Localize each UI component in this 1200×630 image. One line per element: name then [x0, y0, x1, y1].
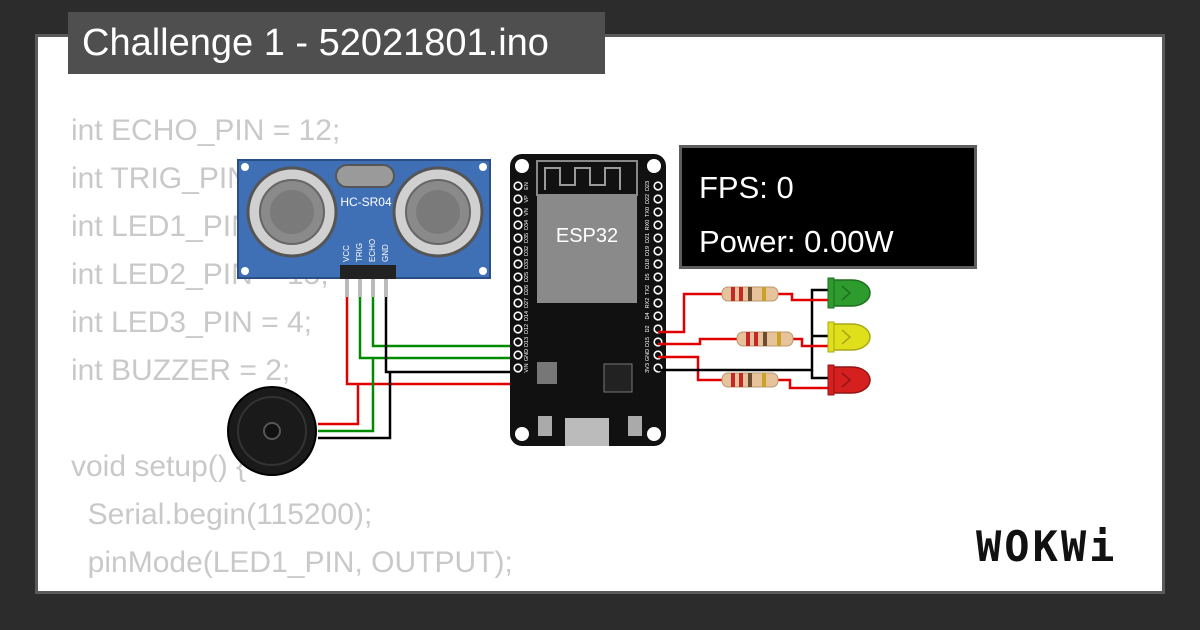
- project-title: Challenge 1 - 52021801.ino: [68, 12, 605, 74]
- sensor-wires: [345, 297, 520, 386]
- board-pin-right-d19[interactable]: [653, 246, 663, 256]
- code-line: int ECHO_PIN = 12;: [71, 114, 341, 147]
- sensor-model-label: HC-SR04: [340, 195, 392, 209]
- board-pin-right-d5[interactable]: [653, 272, 663, 282]
- led-green[interactable]: [827, 277, 871, 309]
- board-pin-left-d33[interactable]: [513, 259, 523, 269]
- board-pin-left-gnd[interactable]: [513, 350, 523, 360]
- board-pin-right-d22[interactable]: [653, 194, 663, 204]
- ultrasonic-sensor[interactable]: HC-SR04 VCC TRIG ECHO GND: [237, 159, 491, 297]
- code-line: int BUZZER = 2;: [71, 354, 291, 387]
- board-pin-left-d26[interactable]: [513, 285, 523, 295]
- board-pin-label: D23: [645, 181, 651, 191]
- board-pin-label: D27: [524, 298, 530, 308]
- board-pin-left-vp[interactable]: [513, 194, 523, 204]
- board-pin-label: VN: [524, 208, 530, 216]
- board-pin-label: RX2: [645, 298, 651, 309]
- sensor-pin-echo: ECHO: [368, 239, 377, 262]
- board-pin-right-d21[interactable]: [653, 233, 663, 243]
- board-pin-label: D35: [524, 233, 530, 243]
- led-yellow[interactable]: [827, 321, 871, 353]
- code-line: int LED3_PIN = 4;: [71, 306, 312, 339]
- board-pin-right-d4[interactable]: [653, 311, 663, 321]
- board-pin-right-tx2[interactable]: [653, 285, 663, 295]
- board-pin-label: D19: [645, 246, 651, 256]
- board-pin-left-d12[interactable]: [513, 324, 523, 334]
- board-pin-right-rx2[interactable]: [653, 298, 663, 308]
- board-pin-left-vin[interactable]: [513, 363, 523, 373]
- esp32-board[interactable]: ESP32 ENVPVND34D35D32D33D25D26D27D14D12D…: [510, 154, 666, 446]
- led-wires: [658, 288, 832, 390]
- code-line: void setup() {: [71, 450, 247, 483]
- board-pin-label: EN: [524, 182, 530, 190]
- board-pin-label: D5: [645, 273, 651, 280]
- sensor-pin-vcc: VCC: [342, 245, 351, 262]
- board-label: ESP32: [556, 225, 618, 247]
- board-pin-left-d27[interactable]: [513, 298, 523, 308]
- board-pin-left-vn[interactable]: [513, 207, 523, 217]
- board-pin-label: D21: [645, 233, 651, 243]
- board-pin-left-d13[interactable]: [513, 337, 523, 347]
- board-pin-label: VIN: [524, 363, 530, 372]
- fps-readout: FPS: 0: [699, 170, 794, 205]
- board-pin-label: D32: [524, 246, 530, 256]
- board-pin-label: RX0: [645, 220, 651, 231]
- code-line: Serial.begin(115200);: [71, 498, 373, 531]
- board-pin-label: D12: [524, 324, 530, 334]
- board-pin-label: D33: [524, 259, 530, 269]
- board-pin-label: D22: [645, 194, 651, 204]
- board-pin-label: 3V3: [645, 363, 651, 373]
- board-pin-label: GND: [645, 349, 651, 361]
- board-pin-right-tx0[interactable]: [653, 207, 663, 217]
- board-pin-label: D15: [645, 337, 651, 347]
- sensor-pin-trig: TRIG: [355, 243, 364, 262]
- resistor-1[interactable]: [721, 286, 779, 302]
- board-pin-left-en[interactable]: [513, 181, 523, 191]
- led-red[interactable]: [827, 364, 871, 396]
- board-pin-right-d23[interactable]: [653, 181, 663, 191]
- board-pin-label: D25: [524, 272, 530, 282]
- board-pin-label: D14: [524, 311, 530, 321]
- board-pin-label: VP: [524, 195, 530, 203]
- board-pin-left-d14[interactable]: [513, 311, 523, 321]
- board-pin-left-d25[interactable]: [513, 272, 523, 282]
- power-readout: Power: 0.00W: [699, 224, 894, 259]
- board-pin-left-d35[interactable]: [513, 233, 523, 243]
- board-pin-right-d18[interactable]: [653, 259, 663, 269]
- board-pin-label: TX0: [645, 207, 651, 217]
- wokwi-logo: WOKWi: [976, 522, 1118, 571]
- board-pin-label: D4: [645, 312, 651, 319]
- board-pin-label: TX2: [645, 285, 651, 295]
- stats-panel: FPS: 0 Power: 0.00W: [679, 145, 977, 269]
- buzzer[interactable]: [227, 386, 317, 476]
- board-pin-left-d32[interactable]: [513, 246, 523, 256]
- code-line: int LED2_PIN = 15;: [71, 258, 329, 291]
- board-pin-label: D13: [524, 337, 530, 347]
- sensor-transducer-left: [246, 166, 338, 258]
- board-pin-label: D34: [524, 220, 530, 230]
- board-pin-label: D18: [645, 259, 651, 269]
- board-pin-label: D2: [645, 325, 651, 332]
- resistor-3[interactable]: [721, 372, 779, 388]
- sensor-pin-gnd: GND: [381, 244, 390, 262]
- buzzer-wires: [318, 358, 392, 440]
- code-line: pinMode(LED1_PIN, OUTPUT);: [71, 546, 513, 579]
- sensor-transducer-right: [392, 166, 484, 258]
- board-pin-label: D26: [524, 285, 530, 295]
- resistor-2[interactable]: [736, 331, 794, 347]
- board-pin-label: GND: [524, 349, 530, 361]
- board-pin-right-rx0[interactable]: [653, 220, 663, 230]
- board-pin-left-d34[interactable]: [513, 220, 523, 230]
